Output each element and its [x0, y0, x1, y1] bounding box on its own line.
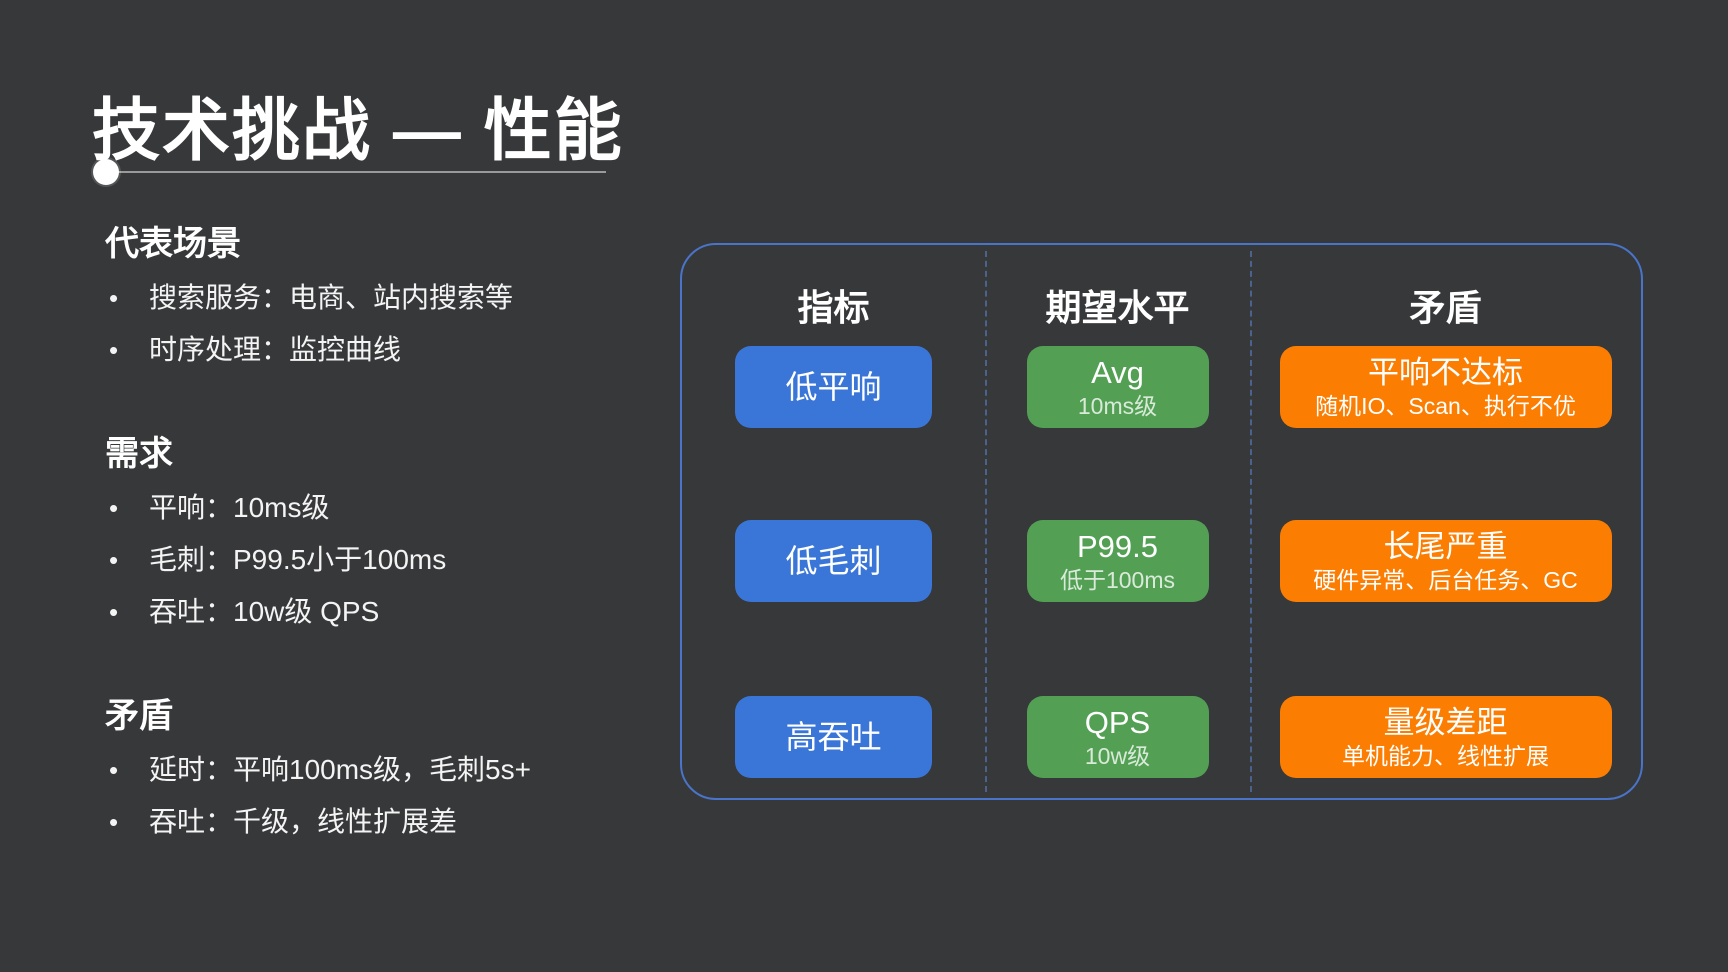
expectation-main: QPS: [1084, 704, 1151, 740]
list-item: 吞吐：千级，线性扩展差: [105, 804, 645, 840]
conflict-box: 量级差距 单机能力、线性扩展: [1279, 696, 1612, 778]
comparison-table-panel: 指标 期望水平 矛盾 低平响 Avg 10ms级 平响不达标 随机IO、Scan…: [680, 243, 1643, 800]
section-requirements: 需求 平响：10ms级 毛刺：P99.5小于100ms 吞吐：10w级 QPS: [105, 432, 645, 630]
list-item: 搜索服务：电商、站内搜索等: [105, 280, 645, 316]
list-item: 毛刺：P99.5小于100ms: [105, 542, 645, 578]
conflict-sub: 单机能力、线性扩展: [1342, 742, 1549, 769]
column-header-metric: 指标: [797, 287, 870, 328]
conflict-sub: 硬件异常、后台任务、GC: [1313, 566, 1578, 593]
expectation-box: Avg 10ms级: [1026, 346, 1209, 428]
expectation-cell: P99.5 低于100ms: [985, 520, 1250, 602]
table-row: 高吞吐 QPS 10w级 量级差距 单机能力、线性扩展: [682, 696, 1641, 778]
metric-cell: 低平响: [682, 346, 985, 428]
metric-box: 高吞吐: [735, 696, 932, 778]
metric-box: 低平响: [735, 346, 932, 428]
page-title: 技术挑战 — 性能: [92, 92, 624, 169]
expectation-main: P99.5: [1076, 528, 1158, 564]
conflict-box: 长尾严重 硬件异常、后台任务、GC: [1279, 520, 1612, 602]
metric-label: 低平响: [785, 369, 882, 405]
conflict-cell: 长尾严重 硬件异常、后台任务、GC: [1250, 520, 1641, 602]
table-header-row: 指标 期望水平 矛盾: [682, 245, 1641, 331]
conflict-cell: 量级差距 单机能力、线性扩展: [1250, 696, 1641, 778]
expectation-sub: 10w级: [1084, 742, 1151, 769]
expectation-cell: QPS 10w级: [985, 696, 1250, 778]
metric-label: 高吞吐: [785, 719, 882, 755]
column-header-conflict: 矛盾: [1409, 287, 1482, 328]
bullet-list-conflicts: 延时：平响100ms级，毛刺5s+ 吞吐：千级，线性扩展差: [105, 752, 645, 840]
column-separator: [985, 251, 987, 792]
section-heading-scenarios: 代表场景: [105, 225, 241, 263]
metric-box: 低毛刺: [735, 520, 932, 602]
section-heading-requirements: 需求: [105, 435, 173, 473]
expectation-box: P99.5 低于100ms: [1026, 520, 1209, 602]
conflict-main: 平响不达标: [1368, 354, 1523, 390]
metric-label: 低毛刺: [785, 543, 882, 579]
column-header-expectation: 期望水平: [1045, 287, 1190, 328]
list-item: 吞吐：10w级 QPS: [105, 594, 645, 630]
metric-cell: 低毛刺: [682, 520, 985, 602]
conflict-main: 长尾严重: [1383, 528, 1508, 564]
left-text-column: 代表场景 搜索服务：电商、站内搜索等 时序处理：监控曲线 需求 平响：10ms级…: [105, 222, 645, 904]
expectation-sub: 低于100ms: [1059, 566, 1176, 593]
conflict-cell: 平响不达标 随机IO、Scan、执行不优: [1250, 346, 1641, 428]
conflict-box: 平响不达标 随机IO、Scan、执行不优: [1279, 346, 1612, 428]
title-divider-dot-icon: [93, 159, 119, 185]
bullet-list-scenarios: 搜索服务：电商、站内搜索等 时序处理：监控曲线: [105, 280, 645, 368]
section-conflicts: 矛盾 延时：平响100ms级，毛刺5s+ 吞吐：千级，线性扩展差: [105, 694, 645, 840]
table-row: 低平响 Avg 10ms级 平响不达标 随机IO、Scan、执行不优: [682, 346, 1641, 428]
list-item: 平响：10ms级: [105, 490, 645, 526]
expectation-main: Avg: [1091, 354, 1144, 390]
table-row: 低毛刺 P99.5 低于100ms 长尾严重 硬件异常、后台任务、GC: [682, 520, 1641, 602]
list-item: 延时：平响100ms级，毛刺5s+: [105, 752, 645, 788]
conflict-main: 量级差距: [1383, 704, 1508, 740]
expectation-cell: Avg 10ms级: [985, 346, 1250, 428]
section-scenarios: 代表场景 搜索服务：电商、站内搜索等 时序处理：监控曲线: [105, 222, 645, 368]
expectation-sub: 10ms级: [1077, 392, 1158, 419]
expectation-box: QPS 10w级: [1026, 696, 1209, 778]
list-item: 时序处理：监控曲线: [105, 332, 645, 368]
conflict-sub: 随机IO、Scan、执行不优: [1315, 392, 1576, 419]
bullet-list-requirements: 平响：10ms级 毛刺：P99.5小于100ms 吞吐：10w级 QPS: [105, 490, 645, 630]
metric-cell: 高吞吐: [682, 696, 985, 778]
title-divider-line: [106, 171, 606, 173]
section-heading-conflicts: 矛盾: [105, 697, 173, 735]
column-separator: [1250, 251, 1252, 792]
